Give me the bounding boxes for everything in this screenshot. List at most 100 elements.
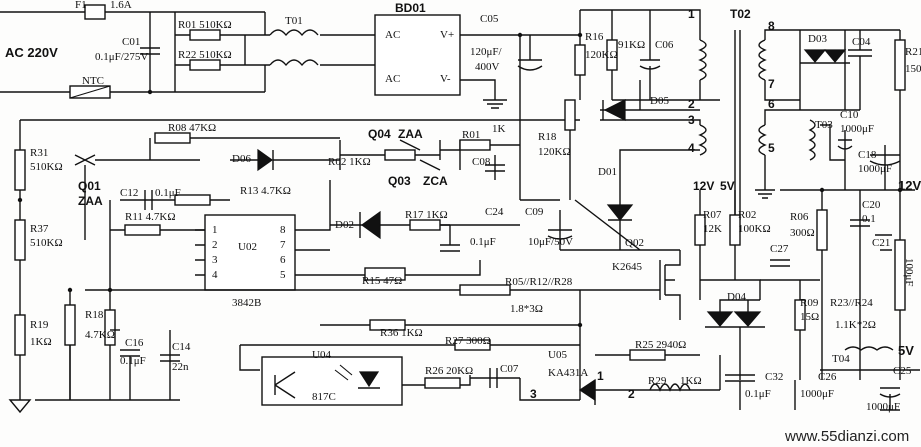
label-d04: D04 xyxy=(727,291,746,303)
label-c09-value: 10μF/50V xyxy=(528,236,573,248)
label-c06: C06 xyxy=(655,39,674,51)
label-bd01-vminus: V- xyxy=(440,73,451,85)
label-r25: R25 2940Ω xyxy=(635,339,686,351)
label-u02: U02 xyxy=(238,241,257,253)
label-d02: D02 xyxy=(335,219,354,231)
label-r23-value: 1.1K*2Ω xyxy=(835,319,876,331)
label-c24-value: 0.1μF xyxy=(470,236,496,248)
label-r26: R26 20KΩ xyxy=(425,365,473,377)
label-r19-value: 1KΩ xyxy=(30,336,52,348)
label-c10: C10 xyxy=(840,109,859,121)
label-r07: R07 xyxy=(703,209,722,221)
label-c09: C09 xyxy=(525,206,544,218)
transformer-t02 xyxy=(600,9,900,220)
label-r31-value: 510KΩ xyxy=(30,161,63,173)
label-ka431-pin1: 1 xyxy=(597,369,604,383)
label-bd01-vplus: V+ xyxy=(440,29,454,41)
label-pin5: 5 xyxy=(768,141,775,155)
label-ka431-pin2: 2 xyxy=(628,387,635,401)
label-r17: R17 1KΩ xyxy=(405,209,448,221)
label-c20-value: 0.1 xyxy=(862,213,876,225)
label-r02b: R02 xyxy=(738,209,756,221)
label-c05-value2: 400V xyxy=(475,61,500,73)
label-q04: Q04 xyxy=(368,127,391,141)
input-section xyxy=(0,4,720,200)
label-t03: T03 xyxy=(815,119,833,131)
label-c12-value: 0.1μF xyxy=(155,187,181,199)
label-12v-output: 12V xyxy=(898,178,921,193)
label-u02-pin3: 3 xyxy=(212,254,218,266)
label-r21: R21 xyxy=(905,46,921,58)
label-r23: R23//R24 xyxy=(830,297,873,309)
output-section xyxy=(694,30,920,411)
label-r37-value: 510KΩ xyxy=(30,237,63,249)
label-5v-top: 5V xyxy=(720,179,735,193)
label-c12: C12 xyxy=(120,187,138,199)
label-r18b: R18 xyxy=(85,309,104,321)
label-r07-value: 12K xyxy=(703,223,722,235)
label-u02-pin8: 8 xyxy=(280,224,286,236)
labels: F1 1.6A AC 220V NTC C01 0.1μF/275V R01 5… xyxy=(5,0,921,445)
label-c24: C24 xyxy=(485,206,504,218)
label-u02-pin7: 7 xyxy=(280,239,286,251)
label-r09-value: 15Ω xyxy=(800,311,819,323)
label-r91k: 91KΩ xyxy=(618,39,645,51)
label-u04: U04 xyxy=(312,349,331,361)
label-12v-top: 12V xyxy=(693,179,714,193)
label-r02a: R02 1KΩ xyxy=(328,156,371,168)
label-r22: R22 510KΩ xyxy=(178,49,232,61)
label-u02-pin6: 6 xyxy=(280,254,286,266)
label-c16-value: 0.1μF xyxy=(120,355,146,367)
label-f1-rating: 1.6A xyxy=(110,0,132,11)
label-c32: C32 xyxy=(765,371,783,383)
label-d06: D06 xyxy=(232,153,251,165)
label-t02: T02 xyxy=(730,7,751,21)
label-q04-zaa: ZAA xyxy=(398,127,423,141)
label-u02-pin5: 5 xyxy=(280,269,286,281)
label-c04: C04 xyxy=(852,36,871,48)
label-r36: R36 1KΩ xyxy=(380,327,423,339)
label-r29: R29 xyxy=(648,375,667,387)
label-ka431-pin3: 3 xyxy=(530,387,537,401)
label-t01: T01 xyxy=(285,15,303,27)
label-r15: R15 47Ω xyxy=(362,275,402,287)
label-d01: D01 xyxy=(598,166,617,178)
label-f1: F1 xyxy=(75,0,87,11)
label-pin4: 4 xyxy=(688,141,695,155)
label-r08: R08 47KΩ xyxy=(168,122,216,134)
label-r09: R09 xyxy=(800,297,819,309)
label-q01-zaa: ZAA xyxy=(78,194,103,208)
label-pc817: 817C xyxy=(312,391,336,403)
label-c05-value1: 120μF/ xyxy=(470,46,503,58)
watermark: www.55dianzi.com xyxy=(784,428,909,445)
label-c26-value: 1000μF xyxy=(800,388,834,400)
label-pin8: 8 xyxy=(768,19,775,33)
label-c20: C20 xyxy=(862,199,881,211)
label-c25: C25 xyxy=(893,365,912,377)
label-c26: C26 xyxy=(818,371,837,383)
label-bd01-ac2: AC xyxy=(385,73,400,85)
control-section xyxy=(8,32,903,414)
label-c16: C16 xyxy=(125,337,144,349)
label-c08: C08 xyxy=(472,156,491,168)
label-c25-value: 1000μF xyxy=(866,401,900,413)
label-r27: R27 300Ω xyxy=(445,335,491,347)
label-r02b-value: 100KΩ xyxy=(738,223,771,235)
label-c32-value: 0.1μF xyxy=(745,388,771,400)
label-r29-value: 1KΩ xyxy=(680,375,702,387)
label-zca: ZCA xyxy=(423,174,448,188)
label-r06-value: 300Ω xyxy=(790,227,815,239)
label-r05-value: 1.8*3Ω xyxy=(510,303,543,315)
label-r19: R19 xyxy=(30,319,49,331)
label-pin6: 6 xyxy=(768,97,775,111)
label-pin7: 7 xyxy=(768,77,775,91)
label-bd01-ac1: AC xyxy=(385,29,400,41)
label-r18-value: 120KΩ xyxy=(538,146,571,158)
label-r13: R13 4.7KΩ xyxy=(240,185,291,197)
label-pin1: 1 xyxy=(688,7,695,21)
label-q03: Q03 xyxy=(388,174,411,188)
label-c05: C05 xyxy=(480,13,499,25)
label-c01: C01 xyxy=(122,36,140,48)
label-d03: D03 xyxy=(808,33,827,45)
